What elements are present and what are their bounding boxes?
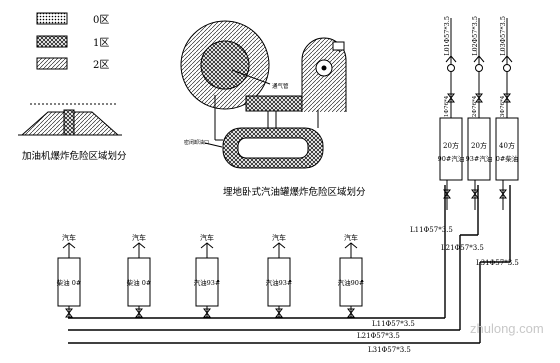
nozzle-icon bbox=[200, 242, 214, 249]
dispenser-valve-icon bbox=[203, 308, 211, 318]
vent-zone1-circle bbox=[200, 40, 250, 90]
vent-pipe-label: L02Φ57*3.5 bbox=[471, 16, 479, 56]
leader-vent bbox=[231, 69, 271, 85]
upper-label-3: L31Φ57*3.5 bbox=[476, 259, 519, 267]
dispenser-zone-drawing: 加油机爆炸危险区域划分 bbox=[18, 103, 127, 162]
vent-hood-icon bbox=[445, 55, 457, 63]
vent-pipe-label: L03Φ57*3.5 bbox=[499, 16, 507, 56]
lower-label-3: L31Φ57*3.5 bbox=[368, 346, 411, 354]
dispenser-car-label: 汽车 bbox=[200, 233, 214, 242]
dispenser-fuel-label: 柴油 0# bbox=[57, 278, 82, 287]
dispenser-valve-icon bbox=[347, 308, 355, 318]
tank-pipe-label: L03Φ76*4 bbox=[500, 95, 506, 124]
upper-label-2: L21Φ57*3.5 bbox=[441, 244, 484, 252]
dispenser-fuel-label: 汽油93# bbox=[266, 278, 293, 287]
tank-fuel: 0#柴油 bbox=[496, 154, 519, 163]
note-unload: 密闭卸油口 bbox=[184, 139, 209, 146]
leader-unload bbox=[204, 142, 223, 148]
vent-valve-icon bbox=[447, 93, 455, 103]
legend-label-zone1: 1区 bbox=[93, 37, 109, 49]
vent-valve-icon bbox=[503, 93, 511, 103]
dispenser-car-label: 汽车 bbox=[344, 233, 358, 242]
legend-label-zone2: 2区 bbox=[93, 59, 109, 71]
storage-tank bbox=[495, 117, 519, 181]
dispenser-car-label: 汽车 bbox=[132, 233, 146, 242]
vent-cap-icon bbox=[447, 64, 455, 72]
dispenser-fuel-label: 汽油90# bbox=[338, 278, 365, 287]
nozzle-icon bbox=[62, 242, 76, 249]
vent-hood-icon bbox=[501, 55, 513, 63]
watermark: zhulong.com bbox=[470, 321, 544, 336]
dispenser-fuel-label: 汽油93# bbox=[194, 278, 221, 287]
storage-tank bbox=[467, 117, 491, 181]
upper-label-1: L11Φ57*3.5 bbox=[410, 226, 453, 234]
tank-pipe-label: L01Φ76*4 bbox=[444, 95, 450, 124]
tank-inner bbox=[237, 137, 309, 159]
unload-port-zone bbox=[245, 95, 303, 112]
dispenser-car-label: 汽车 bbox=[62, 233, 76, 242]
vent-cap-icon bbox=[475, 64, 483, 72]
vent-valve-icon bbox=[475, 93, 483, 103]
tank-pipe-label: L02Φ76*4 bbox=[472, 95, 478, 124]
dispenser-fuel-label: 柴油 0# bbox=[127, 278, 152, 287]
legend-swatch-zone1 bbox=[36, 35, 68, 48]
vent-cap-icon bbox=[503, 64, 511, 72]
legend-swatch-zone0 bbox=[36, 12, 68, 25]
dispenser-valve-icon bbox=[275, 308, 283, 318]
vent-pipe-label: L01Φ57*3.5 bbox=[443, 16, 451, 56]
tank-valve-icon bbox=[471, 189, 479, 199]
tank-caption: 埋地卧式汽油罐爆炸危险区域划分 bbox=[223, 186, 366, 198]
tank-fuel: 90#汽油 bbox=[438, 154, 465, 163]
dispenser-caption: 加油机爆炸危险区域划分 bbox=[22, 150, 127, 162]
nozzle-icon bbox=[272, 242, 286, 249]
storage-tank bbox=[439, 117, 463, 181]
tank-valve-icon bbox=[443, 189, 451, 199]
lower-label-1: L11Φ57*3.5 bbox=[372, 320, 415, 328]
dispenser-car-label: 汽车 bbox=[272, 233, 286, 242]
dispenser-body bbox=[63, 109, 75, 136]
dispenser-valve-icon bbox=[65, 308, 73, 318]
legend-swatch-zone2 bbox=[36, 57, 68, 70]
manhole-tag bbox=[332, 41, 345, 51]
nozzle-icon bbox=[132, 242, 146, 249]
tank-capacity: 40方 bbox=[499, 141, 515, 150]
pipelines: L11Φ57*3.5 L21Φ57*3.5 L31Φ57*3.5 L11Φ57*… bbox=[68, 185, 519, 354]
note-vent: 通气管 bbox=[272, 82, 289, 90]
tank-valve-icon bbox=[499, 189, 507, 199]
nozzle-icon bbox=[344, 242, 358, 249]
lower-label-2: L21Φ57*3.5 bbox=[357, 332, 400, 340]
tank-capacity: 20方 bbox=[471, 141, 487, 150]
manhole-center bbox=[321, 65, 327, 71]
buried-tank-drawing: 通气管 密闭卸油口 埋地卧式汽油罐爆炸危险区域划分 bbox=[180, 20, 366, 198]
legend: 0区 1区 2区 bbox=[36, 12, 109, 71]
tank-capacity: 20方 bbox=[443, 141, 459, 150]
tank-fuel: 93#汽油 bbox=[466, 154, 493, 163]
dispenser-valve-icon bbox=[135, 308, 143, 318]
tank-neck bbox=[267, 110, 277, 130]
vent-hood-icon bbox=[473, 55, 485, 63]
legend-label-zone0: 0区 bbox=[93, 14, 109, 26]
